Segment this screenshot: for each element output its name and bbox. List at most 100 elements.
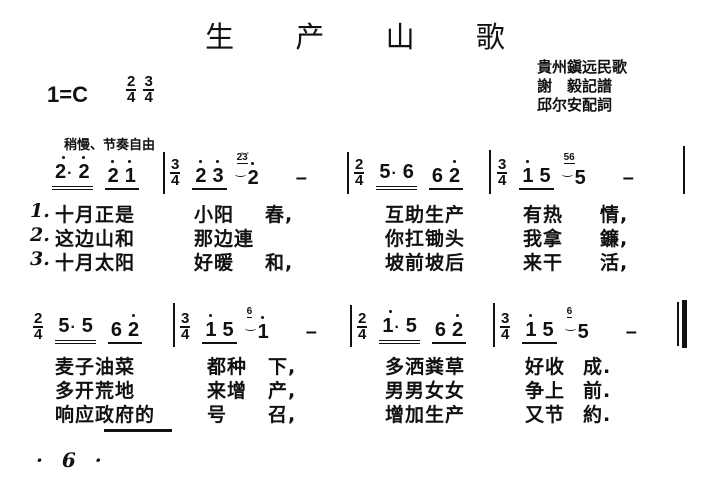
note-digit: 2 [107,165,119,187]
ts-denominator: 4 [181,326,190,343]
note: 6 [429,166,446,186]
lyric-segment: 坡前坡后 [385,252,466,274]
lyric-segment: 麦子油菜 [55,356,136,378]
note-digit: 5 [542,319,554,341]
lyric-segment: 我拿 [523,228,564,250]
lyric-segment: 响应政府的 [55,404,156,426]
bar-line [347,152,349,194]
note-digit: 2 [449,165,461,187]
lyric-segment: 活, [600,252,629,274]
sustain-dash: – [622,167,634,189]
lyric-segment: 多开荒地 [55,380,136,402]
ts-denominator: 4 [34,326,43,343]
ts-numerator: 2 [357,310,368,328]
lyric-segment: 来增 [207,380,248,402]
lyric-segment: 你扛锄头 [385,228,466,250]
note: 5 [536,166,553,186]
note: 1 [522,314,539,340]
bar-line [489,150,491,194]
ts-numerator: 3 [143,73,154,91]
note-digit: 6 [434,319,447,341]
note: 2· [52,156,75,184]
lyric-segment: 和, [265,252,294,274]
bar-line [350,305,352,347]
beam-group: 1·5 [379,310,420,344]
note: 6 [108,320,125,340]
note-digit: 6 [110,319,123,341]
note-digit: 5 [405,315,417,337]
augmentation-dot: · [70,319,76,336]
grace-notes: 2̇3̇ [236,152,248,164]
note: 2 [125,314,142,340]
lyric-segment: 增加生产 [385,404,466,426]
note-digit: 1 [124,165,136,187]
lyric-segment: 号 [207,404,228,426]
note: 1· [379,310,402,338]
slur-mark: ‿ [235,163,246,177]
credit-transcriber: 謝 毅記譜 [537,77,613,95]
augmentation-dot: · [391,165,397,182]
note: 2 [245,162,262,188]
note: 1 [255,316,272,343]
lyric-segment: 下, [268,356,297,378]
sustain-dash: – [625,321,637,343]
ts-numerator: 2 [354,156,365,174]
lyric-segment: 这边山和 [55,228,136,250]
grace-note-group: 2̇3̇‿2 [236,153,262,190]
ts-numerator: 2 [33,310,44,328]
lyric-segment: 又节 [525,404,566,426]
bar-line [163,152,165,194]
note: 6 [400,162,417,184]
note-digit: 5 [81,315,93,337]
note: 3 [209,160,226,187]
grace-notes: 56 [563,152,575,164]
bar-line [683,146,685,194]
beam-group: 5·6 [376,162,417,190]
ts-denominator: 4 [127,89,136,106]
ts-numerator: 2 [126,73,137,91]
lyric-segment: 男男女女 [385,380,466,402]
note: 5· [376,162,399,184]
note: 5 [79,316,96,338]
note-digit: 2 [452,319,464,341]
ts-denominator: 4 [171,172,180,189]
lyric-segment: 鐮, [600,228,629,250]
ts-numerator: 3 [170,156,181,174]
grace-notes: 6 [246,306,253,318]
lyric-segment: 十月太阳 [55,252,136,274]
note-digit: 3 [212,165,224,187]
lyric-segment: 多洒粪草 [385,356,466,378]
lyric-segment: 都种 [207,356,248,378]
grace-note-group: 6‿5 [566,307,592,344]
note-digit: 6 [402,161,414,183]
lyric-segment: 互助生产 [385,204,466,226]
note: 6 [432,320,449,340]
note-digit: 5 [574,167,586,189]
ts-numerator: 3 [180,310,191,328]
augmentation-dot: · [67,165,73,182]
beam-group: 5·5 [55,316,96,344]
lyric-segment: 前. [583,380,612,402]
credit-origin: 貴州鎭远民歌 [537,58,628,76]
note-digit: 1 [257,321,269,343]
lyric-segment: 产, [268,380,297,402]
lyric-segment: 成. [583,356,612,378]
lyric-segment: 那边連 [194,228,255,250]
slur-mark: ‿ [245,317,256,331]
note: 2 [75,156,92,184]
song-title: 生 产 山 歌 [205,20,531,54]
slur-mark: ‿ [562,163,573,177]
final-bar-thin [677,302,679,346]
lyric-segment: 十月正是 [55,204,136,226]
